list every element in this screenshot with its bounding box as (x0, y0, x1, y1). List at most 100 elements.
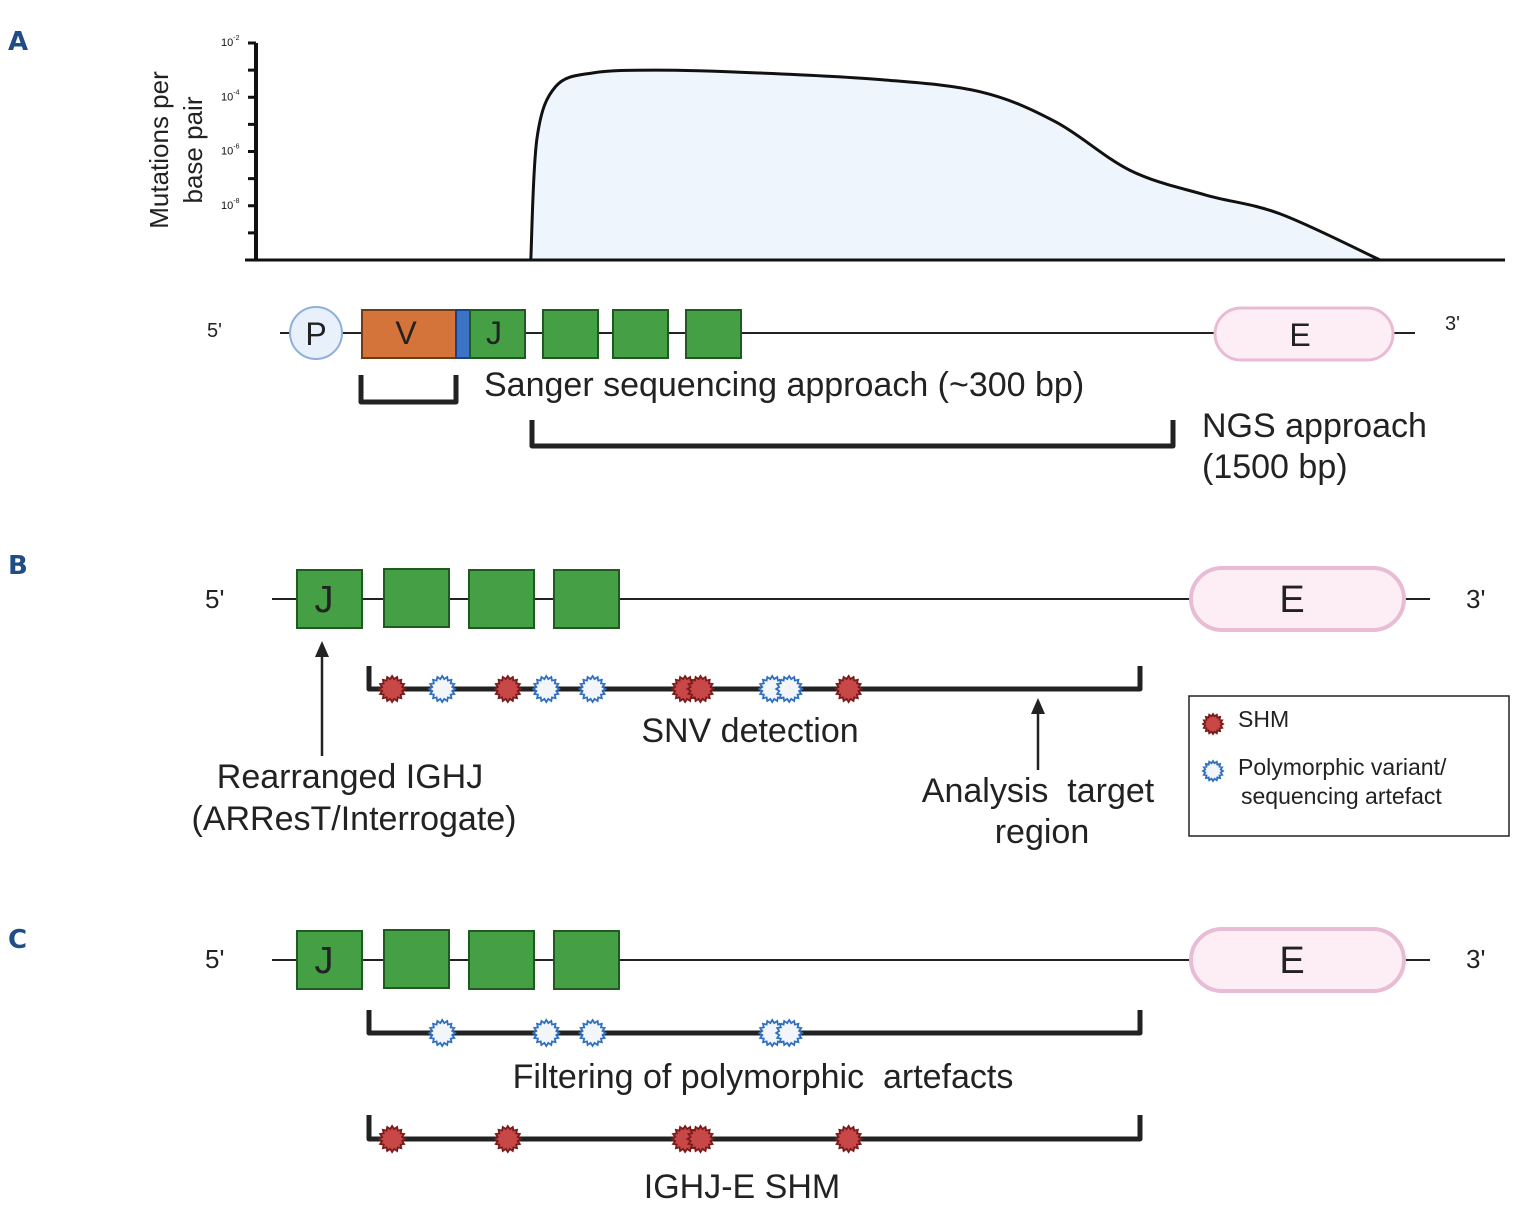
shm-bracket (366, 1115, 1143, 1142)
shm-marker (833, 674, 864, 704)
j-exon-label-a: J (486, 315, 502, 351)
target-label-line1: Analysis target (922, 772, 1155, 810)
y-tick-label: 10-6 (221, 144, 240, 158)
polymorphic-marker (577, 674, 608, 704)
j-exon-c-4 (553, 930, 620, 990)
ighj-e-shm-label: IGHJ-E SHM (644, 1168, 840, 1206)
poly-markers-c (427, 1018, 804, 1048)
polymorphic-marker (531, 674, 561, 704)
three-prime-label-b: 3' (1466, 584, 1485, 614)
j-exon-a-4 (685, 309, 742, 359)
j-exon-b-2 (383, 568, 450, 628)
j-exon-a-1 (469, 309, 526, 359)
three-prime-label-c: 3' (1466, 944, 1485, 974)
j-exon-c-1 (296, 930, 363, 990)
shm-rate-area (530, 70, 1381, 260)
panel-letter-a: A (8, 27, 28, 57)
shm-marker (685, 674, 716, 704)
ngs-label-line2: (1500 bp) (1202, 448, 1348, 486)
j-exon-b-3 (468, 569, 535, 629)
polymorphic-marker (427, 674, 457, 704)
j-exon-c-3 (468, 930, 535, 990)
v-segment (361, 309, 457, 359)
enhancer-c (1189, 927, 1406, 993)
y-axis-label-line1: Mutations per (144, 71, 174, 229)
shm-marker (493, 1124, 523, 1154)
shm-marker (685, 1124, 716, 1154)
rearranged-label-line1: Rearranged IGHJ (217, 758, 483, 796)
filter-label: Filtering of polymorphic artefacts (513, 1058, 1014, 1096)
enhancer-label-c: E (1279, 940, 1304, 982)
y-axis-label-line2: base pair (178, 96, 208, 203)
shm-marker (493, 674, 523, 704)
shm-markers-c (377, 1124, 864, 1154)
locus-c: 5' J E 3' Filtering of polymorphic artef… (205, 927, 1485, 1206)
enhancer-b (1189, 566, 1406, 632)
target-bracket-b (366, 666, 1143, 692)
polymorphic-marker-icon (1201, 759, 1225, 783)
promoter-label: P (305, 316, 326, 352)
shm-marker (833, 1124, 864, 1154)
rearranged-label-line2: (ARResT/Interrogate) (192, 800, 517, 838)
panel-letter-c: C (8, 925, 27, 955)
promoter-circle (289, 306, 343, 360)
j-exon-b-4 (553, 569, 620, 629)
five-prime-label-c: 5' (205, 944, 224, 974)
v-segment-label: V (395, 315, 417, 351)
j-exon-label-c: J (315, 940, 334, 982)
shm-rate-line (529, 68, 1381, 262)
j-exon-label-b: J (315, 579, 334, 621)
legend-box (1188, 695, 1510, 837)
shm-rate-chart: 10-2 10-4 10-6 10-8 Mutations per base pair (144, 35, 1505, 262)
y-axis-label: Mutations per base pair (144, 71, 208, 229)
target-arrow-head (1031, 698, 1045, 714)
legend-shm-icon (1201, 712, 1225, 736)
y-tick-exponent: -2 (233, 35, 239, 42)
snv-detection-label: SNV detection (641, 712, 858, 750)
shm-marker (377, 674, 407, 704)
y-tick-exponent: -6 (233, 144, 239, 151)
j-exon-b-1 (296, 569, 363, 629)
y-tick-exponent: -8 (233, 198, 239, 205)
enhancer-a (1213, 306, 1395, 362)
target-label-line2: region (995, 813, 1090, 851)
legend-poly-label-line1: Polymorphic variant/ (1238, 754, 1447, 780)
y-tick-exponent: -4 (233, 89, 239, 96)
legend-poly-icon (1201, 759, 1225, 783)
polymorphic-marker (774, 1018, 804, 1048)
d-segment (455, 309, 471, 359)
five-prime-label-a: 5' (207, 320, 222, 342)
locus-b: 5' J E 3' SNV detection Rearranged IGHJ … (192, 566, 1510, 851)
legend-shm-label: SHM (1238, 706, 1289, 732)
y-tick-label: 10-4 (221, 89, 240, 103)
ngs-bracket (529, 420, 1176, 449)
legend-poly-label-line2: sequencing artefact (1241, 783, 1442, 809)
filter-bracket (366, 1010, 1143, 1036)
j-exon-a-2 (542, 309, 599, 359)
j-exon-a-3 (612, 309, 669, 359)
shm-marker (377, 1124, 407, 1154)
y-tick-label: 10-8 (221, 198, 240, 212)
ngs-label-line1: NGS approach (1202, 407, 1427, 445)
rearranged-arrow-head (315, 641, 329, 657)
j-exon-c-2 (383, 929, 450, 989)
polymorphic-marker (531, 1018, 561, 1048)
sanger-label: Sanger sequencing approach (~300 bp) (484, 366, 1084, 404)
enhancer-label-b: E (1279, 579, 1304, 621)
locus-a: 5' P V J E 3' Sanger sequencing approach… (207, 306, 1460, 486)
panel-letter-b: B (8, 551, 28, 581)
three-prime-label-a: 3' (1445, 313, 1460, 335)
polymorphic-marker (427, 1018, 457, 1048)
polymorphic-marker (577, 1018, 608, 1048)
polymorphic-marker (757, 674, 787, 704)
legend: SHM Polymorphic variant/ sequencing arte… (1188, 695, 1510, 837)
variant-markers-b (377, 674, 864, 704)
enhancer-label-a: E (1289, 317, 1310, 353)
five-prime-label-b: 5' (205, 584, 224, 614)
polymorphic-marker (757, 1018, 787, 1048)
y-ticks: 10-2 10-4 10-6 10-8 (221, 35, 256, 235)
polymorphic-marker (774, 674, 804, 704)
y-tick-label: 10-2 (221, 35, 240, 49)
shm-marker-icon (1201, 712, 1225, 736)
